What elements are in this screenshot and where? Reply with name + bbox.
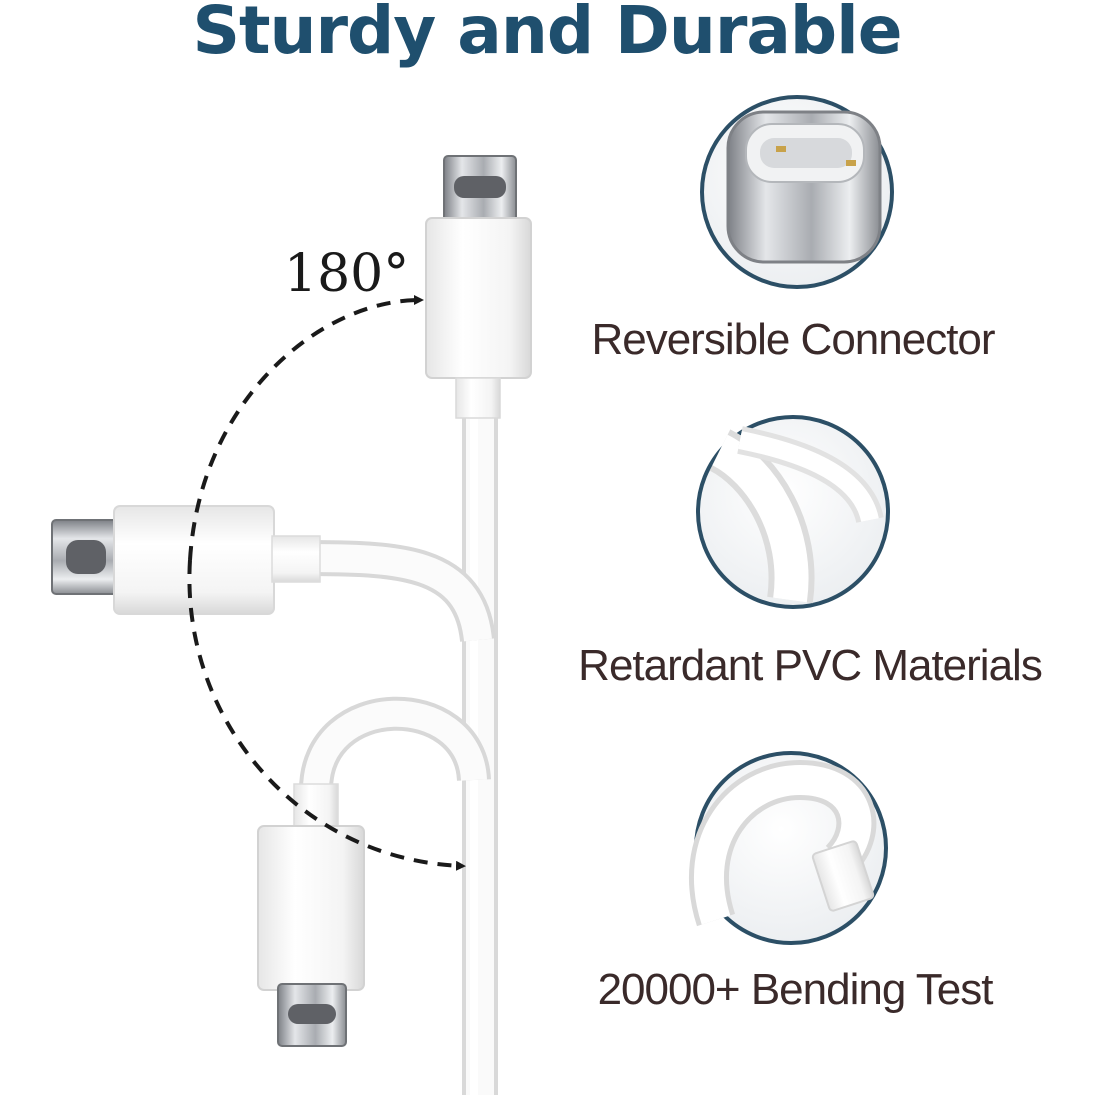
headline: Sturdy and Durable bbox=[192, 0, 902, 69]
feature-label-pvc: Retardant PVC Materials bbox=[578, 641, 1043, 690]
angle-label: 180° bbox=[284, 244, 410, 304]
bottom-connector bbox=[257, 696, 491, 1047]
top-connector bbox=[425, 155, 532, 419]
feature-label-reversible: Reversible Connector bbox=[591, 315, 995, 364]
cable-bend-closeup-icon bbox=[689, 751, 888, 945]
feature-label-bending: 20000+ Bending Test bbox=[597, 965, 994, 1014]
usb-c-port-closeup-icon bbox=[700, 95, 894, 289]
bend-arrow bbox=[187, 295, 466, 871]
pvc-cable-closeup-icon bbox=[696, 415, 890, 609]
middle-connector bbox=[51, 505, 496, 643]
